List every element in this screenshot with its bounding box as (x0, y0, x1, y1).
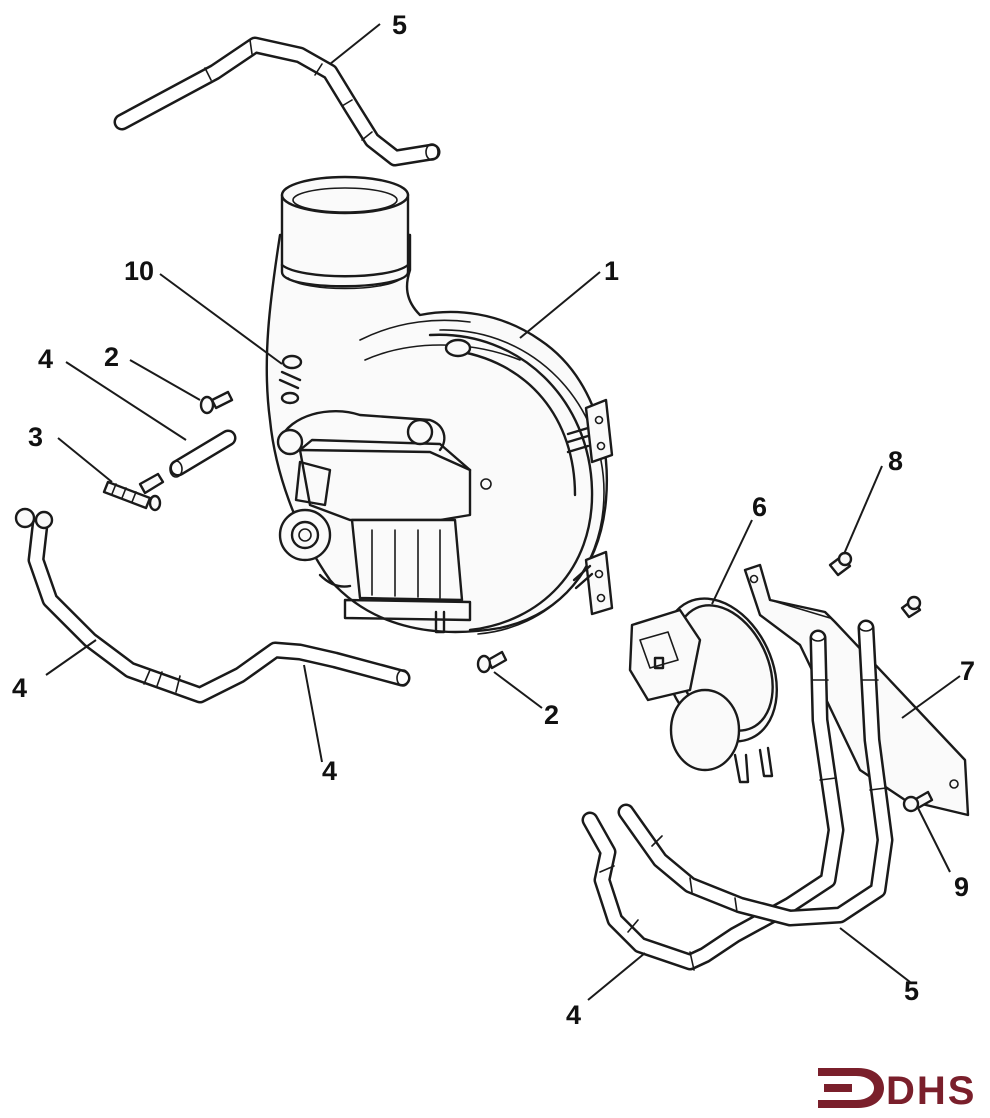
callout-4-right: 4 (566, 1000, 581, 1030)
hose-4-short (169, 429, 237, 478)
leader-9 (917, 807, 951, 873)
bracket-7 (743, 563, 970, 817)
callout-1: 1 (604, 256, 619, 286)
callout-5-right: 5 (904, 976, 919, 1006)
callout-7: 7 (960, 656, 975, 686)
hose-4-right (581, 629, 845, 971)
screw-2-lower (476, 650, 508, 674)
leader-7 (901, 675, 961, 719)
pressure-switch-6 (628, 597, 778, 784)
leader-4-bottom (303, 664, 323, 763)
mount-bracket-upper (584, 398, 614, 464)
fan-assembly (265, 175, 614, 635)
callout-9: 9 (954, 872, 969, 902)
leader-4-short (65, 361, 187, 441)
leader-4-left (45, 639, 97, 676)
leader-8 (843, 465, 883, 555)
callout-5-top: 5 (392, 10, 407, 40)
leader-10 (159, 273, 283, 365)
screws-8 (828, 551, 922, 619)
leader-2-upper (129, 359, 201, 401)
leader-2-lower (493, 671, 543, 709)
leader-5-right (839, 927, 911, 983)
callout-10: 10 (124, 256, 154, 286)
hose-4-long-left (14, 507, 411, 704)
callout-4-short: 4 (38, 344, 53, 374)
dhs-logo: DHS (818, 1068, 976, 1113)
dhs-logo-mark (818, 1068, 884, 1108)
screw-2-upper (199, 390, 234, 415)
leader-5-top (329, 23, 381, 65)
leader-3 (57, 437, 113, 483)
callout-2-lower: 2 (544, 700, 559, 730)
leader-6 (711, 519, 753, 605)
callout-4-left: 4 (12, 673, 27, 703)
leader-4-right (587, 952, 646, 1001)
dhs-logo-text: DHS (886, 1069, 976, 1113)
hose-5-top (113, 36, 441, 167)
leader-1 (519, 271, 601, 339)
callout-4-bottom: 4 (322, 756, 337, 786)
screw-9 (902, 790, 934, 813)
callout-8: 8 (888, 446, 903, 476)
leader-lines (45, 23, 961, 1001)
fan-motor (298, 448, 472, 522)
tee-fitting-3 (102, 472, 165, 512)
callout-2-upper: 2 (104, 342, 119, 372)
callout-3: 3 (28, 422, 43, 452)
callout-labels: 5 1 10 2 4 3 4 4 2 6 8 7 9 5 4 (12, 10, 975, 1030)
motor-coil (350, 518, 464, 602)
fan-outlet-opening (280, 175, 410, 215)
callout-6: 6 (752, 492, 767, 522)
motor-end-bell (278, 508, 332, 562)
mount-bracket-lower (584, 550, 614, 616)
part-10-fitting (278, 354, 303, 405)
hose-5-right (617, 619, 894, 927)
